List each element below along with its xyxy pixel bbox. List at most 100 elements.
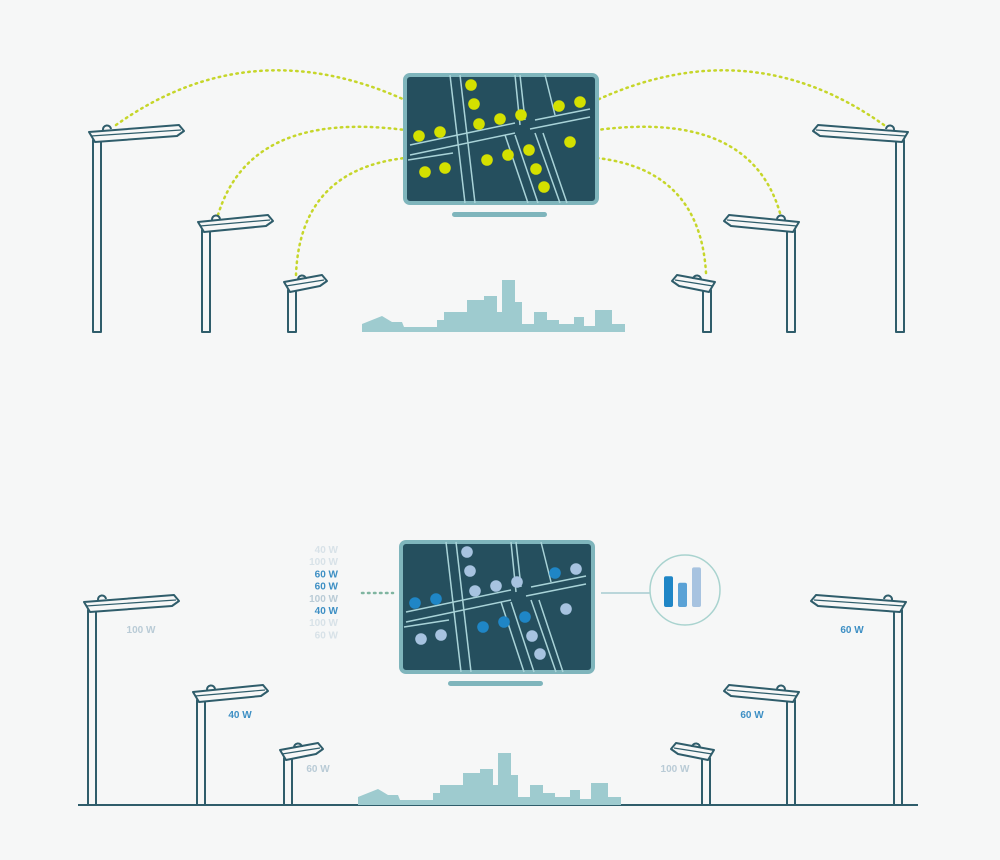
- map-node-dot: [538, 181, 550, 193]
- lamp-head-line: [674, 279, 714, 287]
- map-node-dot: [419, 166, 431, 178]
- lamp-wattage-label: 100 W: [127, 625, 156, 636]
- lamp-head-line: [194, 689, 266, 697]
- monitor-stand: [448, 681, 543, 686]
- lamp-head-line: [726, 219, 798, 227]
- map-node-dot: [530, 163, 542, 175]
- map-node-dot: [553, 100, 565, 112]
- streetlight: [671, 274, 716, 333]
- map-node-dot: [519, 611, 531, 623]
- map-road: [455, 541, 472, 673]
- lamp-mount: [97, 594, 107, 601]
- map-road: [449, 74, 466, 204]
- lamp-pole: [702, 289, 712, 333]
- usage-bar: [678, 582, 687, 607]
- lamp-wattage-label: 60 W: [840, 625, 864, 636]
- data-link-arc: [595, 156, 708, 275]
- map-road: [409, 132, 516, 156]
- usage-bar: [692, 567, 701, 607]
- map-node-dot: [494, 113, 506, 125]
- data-link-arc: [294, 156, 407, 277]
- power-level-label: 40 W: [315, 545, 339, 556]
- map-road: [534, 108, 591, 121]
- streetlight: [192, 684, 269, 806]
- power-level-label: 100 W: [309, 557, 338, 568]
- map-road: [540, 541, 552, 583]
- map-node-dot: [468, 98, 480, 110]
- map-node-dot: [473, 118, 485, 130]
- map-node-dot: [439, 162, 451, 174]
- map-road: [500, 601, 525, 673]
- data-link-arc: [114, 69, 407, 127]
- map-road: [407, 152, 454, 161]
- usage-chart-badge: [649, 554, 721, 626]
- lamp-mount: [692, 274, 702, 281]
- lamp-pole: [87, 609, 97, 806]
- streetlight: [88, 124, 185, 333]
- lamp-pole: [893, 609, 903, 806]
- power-level-label: 100 W: [309, 618, 338, 629]
- map-node-dot: [549, 567, 561, 579]
- lamp-pole: [283, 757, 293, 806]
- lamp-pole: [287, 289, 297, 333]
- lamp-head-line: [281, 747, 321, 755]
- map-road: [409, 122, 516, 146]
- streetlight: [723, 684, 800, 806]
- map-node-dot: [464, 565, 476, 577]
- lamp-mount: [211, 214, 221, 221]
- streetlight: [670, 742, 715, 806]
- map-road: [534, 132, 561, 204]
- map-road: [504, 134, 529, 204]
- lamp-wattage-label: 60 W: [306, 764, 330, 775]
- map-road: [403, 619, 450, 628]
- streetlight: [283, 274, 328, 333]
- lamp-mount: [883, 594, 893, 601]
- lamp-pole: [92, 139, 102, 333]
- map-road: [542, 132, 568, 204]
- power-level-label: 100 W: [309, 594, 338, 605]
- usage-bar: [664, 576, 673, 607]
- data-link-arc: [595, 125, 782, 215]
- streetlight: [723, 214, 800, 333]
- lamp-head-line: [815, 129, 907, 137]
- map-node-dot: [477, 621, 489, 633]
- map-road: [405, 599, 512, 623]
- power-level-label: 60 W: [315, 582, 339, 593]
- lamp-pole: [196, 699, 206, 806]
- map-road: [525, 583, 587, 597]
- map-node-dot: [564, 136, 576, 148]
- map-node-dot: [413, 130, 425, 142]
- map-road: [445, 541, 462, 673]
- lamp-mount: [776, 214, 786, 221]
- lamp-mount: [297, 274, 307, 281]
- map-node-dot: [461, 546, 473, 558]
- streetlight: [83, 594, 180, 806]
- map-road: [530, 575, 587, 588]
- map-road: [544, 74, 556, 116]
- lamp-head-line: [90, 129, 182, 137]
- map-node-dot: [560, 603, 572, 615]
- lamp-mount: [885, 124, 895, 131]
- map-node-dot: [515, 109, 527, 121]
- lamp-pole: [786, 699, 796, 806]
- streetlight: [279, 742, 324, 806]
- control-monitor: [403, 73, 599, 217]
- data-link-arc: [216, 125, 407, 217]
- map-node-dot: [409, 597, 421, 609]
- data-link-arc: [595, 69, 886, 127]
- city-skyline: [358, 753, 621, 805]
- streetlight: [810, 594, 907, 806]
- lamp-pole: [895, 139, 905, 333]
- city-skyline: [362, 280, 625, 332]
- map-node-dot: [430, 593, 442, 605]
- map-node-dot: [415, 633, 427, 645]
- streetlight: [812, 124, 909, 333]
- lamp-mount: [691, 742, 701, 749]
- lamp-mount: [776, 684, 786, 691]
- map-road: [405, 589, 512, 613]
- power-level-label: 40 W: [315, 606, 339, 617]
- lamp-wattage-label: 100 W: [661, 764, 690, 775]
- map-node-dot: [465, 79, 477, 91]
- map-node-dot: [435, 629, 447, 641]
- map-node-dot: [523, 144, 535, 156]
